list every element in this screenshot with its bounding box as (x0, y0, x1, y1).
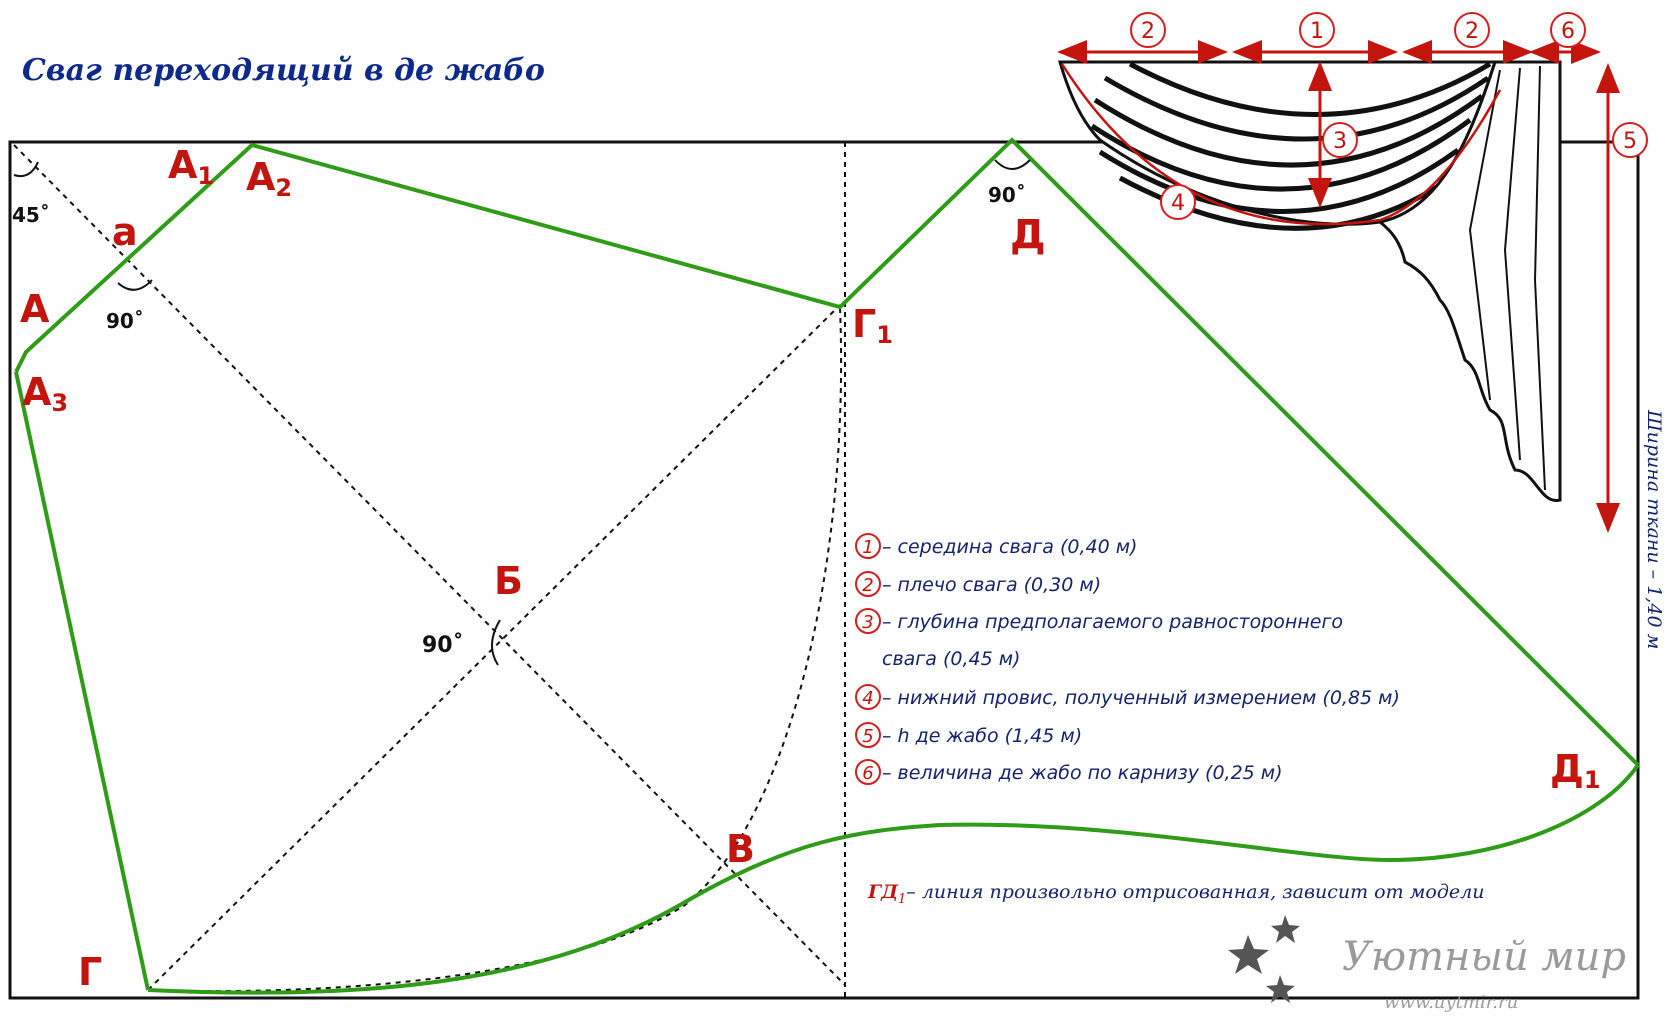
swag-folds (1090, 61, 1492, 231)
svg-text:– плечо свага (0,30 м): – плечо свага (0,30 м) (882, 574, 1101, 596)
point-G1: Г1 (852, 302, 893, 349)
marker-6: 6 (1561, 19, 1575, 44)
point-D1: Д1 (1550, 747, 1601, 794)
point-D: Д (1010, 212, 1046, 258)
point-a: а (112, 210, 138, 254)
point-V: В (726, 827, 755, 871)
point-A2: А2 (246, 155, 292, 202)
construction-lines (13, 142, 846, 998)
fabric-frame (8, 140, 1640, 1000)
svg-text:– середина свага (0,40 м): – середина свага (0,40 м) (882, 536, 1137, 558)
point-B: Б (494, 559, 523, 603)
angle-arcs (13, 159, 1031, 666)
svg-text:5: 5 (862, 726, 873, 747)
marker-5: 5 (1623, 129, 1637, 154)
pattern-left-edge (14, 371, 150, 991)
watermark: Уютный мир www.uytmir.ru (1228, 915, 1626, 1013)
svg-text:– глубина предполагаемого равн: – глубина предполагаемого равностороннег… (882, 611, 1343, 633)
dashed-diagonal-g (147, 304, 841, 991)
pattern-bottom-curve (147, 763, 1640, 995)
legend-item-6: 6 – величина де жабо по карнизу (0,25 м) (855, 759, 1283, 785)
svg-text:– нижний провис, полученный из: – нижний провис, полученный измерением (… (882, 687, 1400, 709)
legend: 1 – середина свага (0,40 м) 2 – плечо св… (855, 533, 1400, 785)
watermark-name: Уютный мир (1342, 934, 1626, 980)
point-A1: А1 (168, 143, 214, 190)
diagram-title: Сваг переходящий в де жабо (22, 53, 545, 88)
point-labels: А А1 А2 А3 а Б В Г Г1 Д Д1 (20, 143, 1601, 994)
svg-text:– h де жабо (1,45 м): – h де жабо (1,45 м) (882, 725, 1082, 747)
marker-4: 4 (1171, 191, 1185, 216)
svg-text:– величина де жабо по карнизу: – величина де жабо по карнизу (0,25 м) (882, 762, 1283, 784)
svg-text:4: 4 (862, 688, 873, 709)
angle-arc-d (994, 159, 1031, 170)
inset-markers: 2 1 2 6 3 4 5 (1130, 12, 1648, 220)
gd1-note: ГД1– линия произвольно отрисованная, зав… (867, 881, 1484, 907)
svg-text:3: 3 (862, 612, 873, 633)
sag-curve (1060, 63, 1502, 226)
angle-label-d: 90˚ (988, 183, 1026, 207)
marker-2-left: 2 (1141, 19, 1155, 44)
pattern-outline (14, 137, 1640, 995)
angle-arc-a (117, 279, 153, 291)
angle-label-45: 45˚ (12, 203, 50, 227)
pattern-top-edge (14, 137, 1640, 767)
point-G: Г (78, 950, 102, 994)
dashed-arc (149, 307, 843, 993)
angle-arc-b (491, 619, 501, 666)
angle-label-b: 90˚ (422, 633, 464, 658)
swag-illustration: 2 1 2 6 3 4 5 (1057, 12, 1648, 533)
angle-label-a: 90˚ (106, 309, 144, 333)
point-A: А (20, 287, 50, 331)
legend-item-3-cont: свага (0,45 м) (882, 648, 1020, 670)
svg-text:2: 2 (862, 575, 873, 596)
marker-2-right: 2 (1465, 19, 1479, 44)
marker-1: 1 (1310, 19, 1324, 44)
legend-item-5: 5 – h де жабо (1,45 м) (855, 722, 1082, 748)
svg-text:6: 6 (862, 763, 873, 784)
svg-text:1: 1 (862, 537, 873, 558)
angle-arc-corner (13, 161, 39, 178)
legend-item-4: 4 – нижний провис, полученный измерением… (855, 684, 1400, 710)
legend-item-2: 2 – плечо свага (0,30 м) (855, 571, 1101, 597)
point-A3: А3 (22, 370, 68, 417)
fabric-width-label: Ширина ткани – 1,40 м (1643, 409, 1665, 649)
watermark-stars-icon (1228, 915, 1300, 1003)
legend-item-1: 1 – середина свага (0,40 м) (855, 533, 1137, 559)
legend-item-3: 3 – глубина предполагаемого равносторонн… (855, 608, 1343, 634)
watermark-url: www.uytmir.ru (1384, 992, 1518, 1013)
dashed-diagonal-a (13, 144, 846, 986)
marker-3: 3 (1333, 129, 1347, 154)
